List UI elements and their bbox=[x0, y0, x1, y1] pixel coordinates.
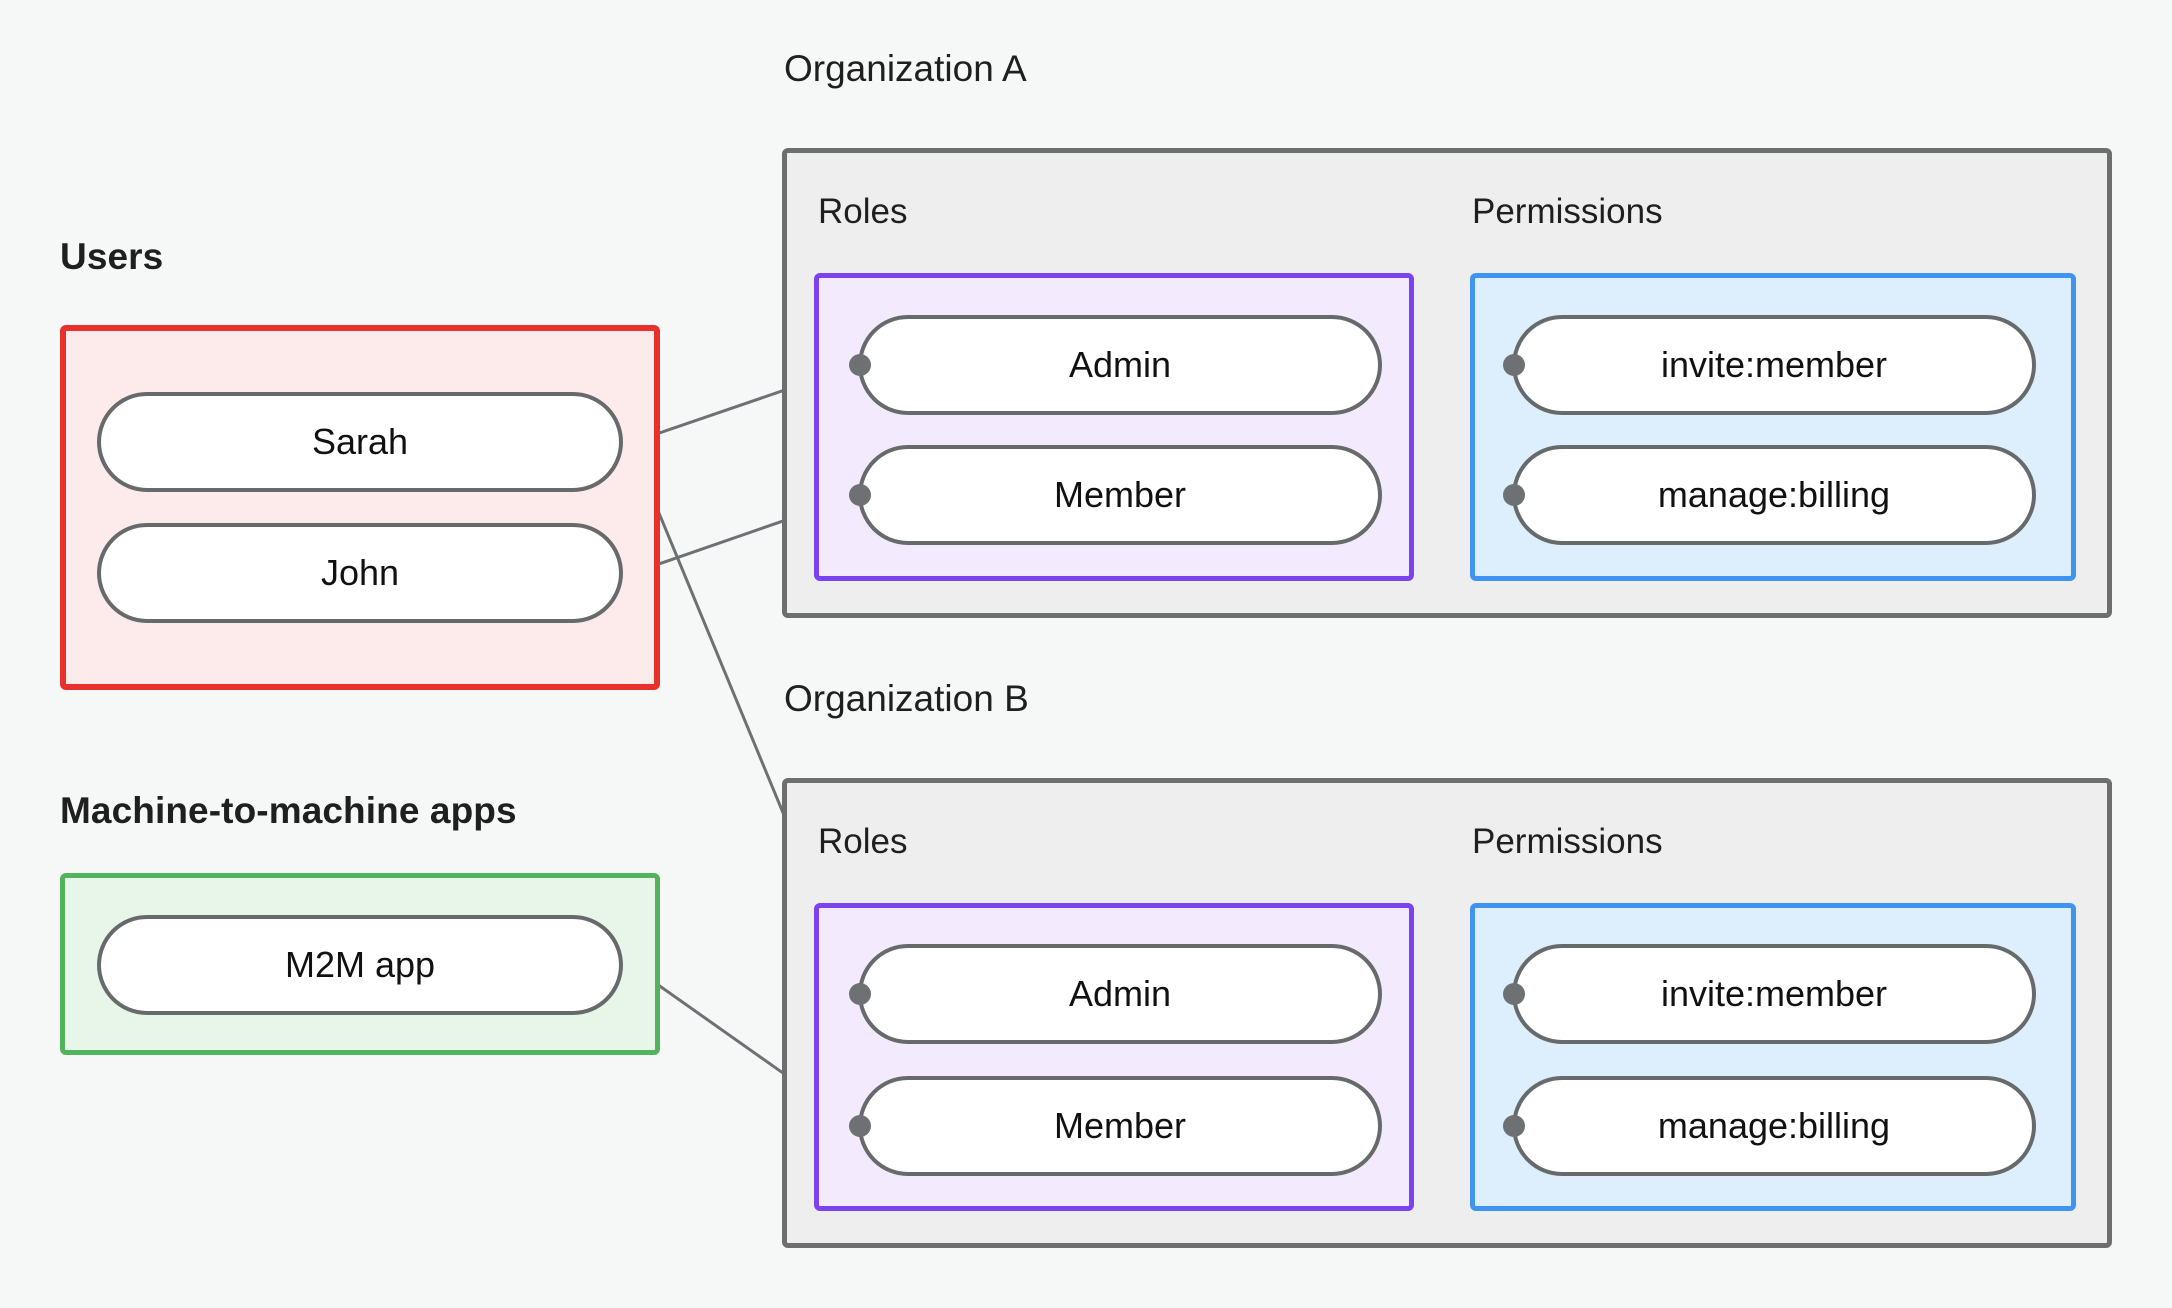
org-b-role-admin-label: Admin bbox=[1068, 973, 1172, 1014]
org-b-role-admin[interactable]: Admin bbox=[858, 944, 1382, 1044]
org-a-title: Organization A bbox=[784, 48, 1027, 89]
org-b-permissions-title: Permissions bbox=[1472, 822, 1663, 861]
org-b-permission-manage-billing[interactable]: manage:billing bbox=[1512, 1076, 2036, 1176]
m2m-node-app[interactable]: M2M app bbox=[97, 915, 623, 1015]
org-b-permission-manage-billing-label: manage:billing bbox=[1657, 1105, 1891, 1146]
org-a-permission-manage-billing-label: manage:billing bbox=[1657, 474, 1891, 515]
user-node-john[interactable]: John bbox=[97, 523, 623, 623]
org-b-roles-title: Roles bbox=[818, 822, 908, 861]
user-node-john-label: John bbox=[320, 552, 400, 593]
org-a-permission-invite-member[interactable]: invite:member bbox=[1512, 315, 2036, 415]
org-a-roles-title: Roles bbox=[818, 192, 908, 231]
org-b-role-member[interactable]: Member bbox=[858, 1076, 1382, 1176]
org-b-title: Organization B bbox=[784, 678, 1029, 719]
org-a-permission-manage-billing[interactable]: manage:billing bbox=[1512, 445, 2036, 545]
users-container bbox=[60, 325, 660, 690]
m2m-node-app-label: M2M app bbox=[284, 944, 436, 985]
org-a-permissions-title: Permissions bbox=[1472, 192, 1663, 231]
org-a-role-admin[interactable]: Admin bbox=[858, 315, 1382, 415]
user-node-sarah-label: Sarah bbox=[311, 421, 409, 462]
org-b-permission-invite-member-label: invite:member bbox=[1660, 973, 1888, 1014]
org-b-permission-invite-member[interactable]: invite:member bbox=[1512, 944, 2036, 1044]
org-a-role-admin-label: Admin bbox=[1068, 344, 1172, 385]
m2m-group-title: Machine-to-machine apps bbox=[60, 790, 517, 831]
user-node-sarah[interactable]: Sarah bbox=[97, 392, 623, 492]
org-a-permission-invite-member-label: invite:member bbox=[1660, 344, 1888, 385]
users-group-title: Users bbox=[60, 236, 164, 277]
org-a-role-member[interactable]: Member bbox=[858, 445, 1382, 545]
org-a-role-member-label: Member bbox=[1053, 474, 1187, 515]
org-b-role-member-label: Member bbox=[1053, 1105, 1187, 1146]
